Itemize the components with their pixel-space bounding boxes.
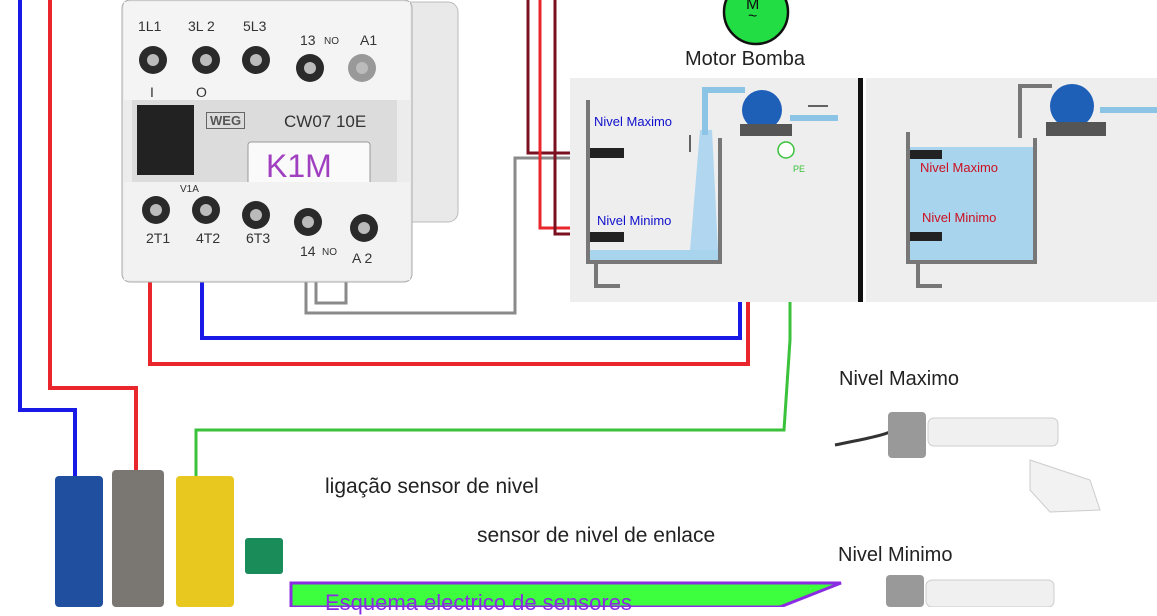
- float-sensor-min: [886, 575, 1055, 607]
- tank-right-pipe: [1018, 84, 1052, 138]
- terminal-2T1: 2T1: [146, 230, 171, 246]
- contactor-screw-head: [200, 54, 212, 66]
- banner: [289, 581, 842, 607]
- contactor-screw-head: [302, 216, 314, 228]
- tank-right-water: [910, 147, 1034, 262]
- tank-left-water: [590, 250, 720, 262]
- terminal-blocks: [55, 470, 283, 607]
- tank-right-max-label: Nivel Maximo: [920, 160, 999, 175]
- tank-left-pe-label: PE: [793, 164, 806, 174]
- motor-symbol: [722, 0, 790, 46]
- contactor-screw-head: [304, 62, 316, 74]
- pump-right-base: [1046, 122, 1106, 136]
- float-sensor-max: [834, 412, 1101, 513]
- tank-right-min-label: Nivel Minimo: [922, 210, 997, 225]
- divider: [858, 78, 863, 302]
- tank-left-stream: [690, 130, 718, 250]
- terminal-A1: A1: [360, 32, 378, 48]
- caption-line2: sensor de nivel de enlace: [477, 524, 716, 547]
- terminal-14: 14: [300, 243, 316, 259]
- tank-left-walls: [586, 100, 722, 264]
- contactor-screw-head: [200, 204, 212, 216]
- contactor-id: K1M: [266, 148, 332, 184]
- contactor-screw-head: [250, 54, 262, 66]
- tank-left-max-label: Nivel Maximo: [594, 114, 673, 129]
- sensor-min-right: [910, 232, 942, 241]
- contactor-screw-head: [147, 54, 159, 66]
- pump-right: [1050, 84, 1094, 128]
- pump-left: [742, 90, 782, 130]
- terminal-yellow: [176, 476, 234, 607]
- wire-sensor-dark: [526, 0, 590, 155]
- wire-phase-outer: [48, 0, 138, 472]
- terminal-3L2: 3L 2: [188, 18, 215, 34]
- contactor-brand: WEG: [206, 112, 246, 129]
- contactor: [121, 0, 459, 283]
- contactor-window: [137, 105, 194, 175]
- motor-wave: ~: [748, 8, 758, 25]
- motor-letter: M: [746, 0, 760, 13]
- contactor-model: CW07 10E: [284, 112, 367, 131]
- sensor-min-left: [590, 232, 624, 242]
- tank-left: [570, 78, 860, 302]
- contactor-screw-head: [356, 62, 368, 74]
- contactor-screws: [139, 46, 378, 242]
- contactor-screw-head: [250, 209, 262, 221]
- tank-left-pipe: [702, 87, 745, 135]
- banner-text: Esquema electrico de sensores: [325, 590, 632, 615]
- sensor-min-label: Nivel Minimo: [838, 544, 953, 566]
- terminal-4T2: 4T2: [196, 230, 221, 246]
- tank-right: [866, 78, 1157, 302]
- terminal-blue: [55, 476, 103, 607]
- tank-left-outlet: [594, 262, 620, 288]
- terminal-14-no: NO: [322, 247, 337, 258]
- pe-symbol: [777, 141, 795, 159]
- terminal-gray: [112, 470, 164, 607]
- terminal-13: 13: [300, 32, 316, 48]
- contactor-v1a: V1A: [180, 184, 199, 195]
- tank-right-outlet: [916, 262, 942, 288]
- terminal-13-no: NO: [324, 36, 339, 47]
- caption-line1: ligação sensor de nivel: [325, 475, 539, 498]
- tank-right-walls: [906, 132, 1037, 264]
- sensor-max-left: [590, 148, 624, 158]
- wire-neutral-outer: [18, 0, 77, 478]
- sensor-max-label: Nivel Maximo: [839, 368, 960, 390]
- motor-label: Motor Bomba: [685, 48, 806, 70]
- contactor-screw-head: [358, 222, 370, 234]
- pump-left-base: [740, 124, 792, 136]
- earth-symbol: [245, 538, 283, 574]
- terminal-A2: A 2: [352, 250, 373, 266]
- contactor-mark-o: O: [196, 84, 207, 100]
- contactor-mark-i: I: [150, 84, 154, 100]
- contactor-top-band: [124, 2, 410, 100]
- terminal-5L3: 5L3: [243, 18, 267, 34]
- terminal-1L1: 1L1: [138, 18, 162, 34]
- contactor-screw-head: [150, 204, 162, 216]
- tank-left-min-label: Nivel Minimo: [597, 213, 672, 228]
- sensor-max-right: [910, 150, 942, 159]
- terminal-6T3: 6T3: [246, 230, 271, 246]
